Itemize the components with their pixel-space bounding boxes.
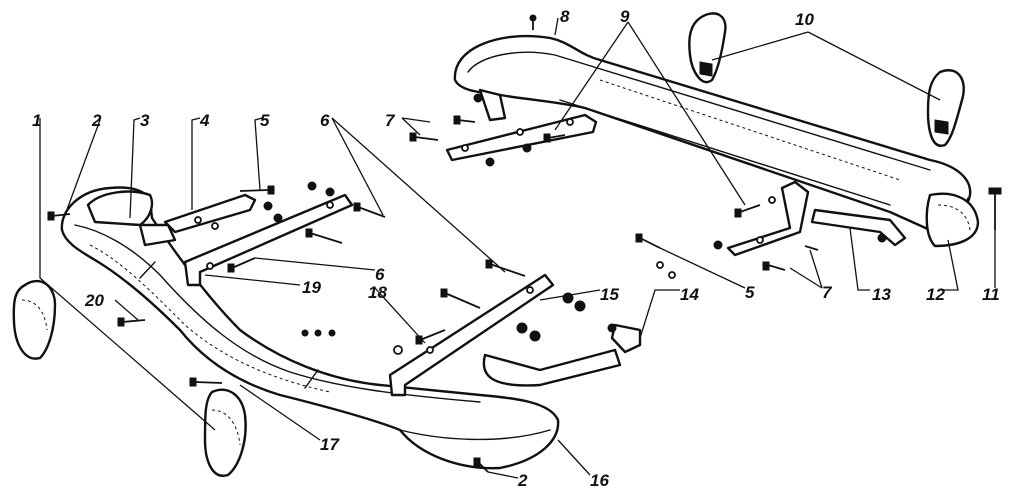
front-guard-upper — [12, 279, 57, 360]
front-bracket-left — [163, 193, 257, 234]
callout-6-left: 6 — [320, 111, 330, 130]
callout-5-right: 5 — [745, 283, 755, 302]
callout-4: 4 — [199, 111, 210, 130]
callout-12: 12 — [926, 285, 945, 304]
callout-7-right: 7 — [822, 283, 833, 302]
callout-7-left: 7 — [385, 111, 396, 130]
callout-20: 20 — [84, 291, 104, 310]
fasteners — [47, 14, 1002, 473]
callout-9: 9 — [620, 7, 630, 26]
callout-18: 18 — [368, 283, 387, 302]
front-bracket-right-arm — [388, 273, 555, 397]
rear-guard-pad-upper — [688, 12, 727, 84]
callout-19: 19 — [302, 278, 321, 297]
front-bracket-clip — [610, 323, 642, 354]
callout-2-top: 2 — [91, 111, 102, 130]
rear-bracket-right — [726, 180, 810, 257]
callout-10: 10 — [795, 10, 814, 29]
callout-3: 3 — [140, 111, 150, 130]
leader-lines — [39, 17, 996, 479]
callout-5-left: 5 — [260, 111, 270, 130]
callout-labels: 1 2 3 4 5 6 7 8 9 10 11 12 13 14 15 16 1… — [32, 7, 1000, 490]
rear-bracket-left — [445, 113, 598, 162]
callout-15: 15 — [600, 285, 619, 304]
callout-13: 13 — [872, 285, 891, 304]
callout-8: 8 — [560, 7, 570, 26]
callout-11: 11 — [982, 285, 1000, 304]
callout-16: 16 — [590, 471, 609, 490]
front-bracket-left-arm — [183, 193, 354, 287]
callout-17: 17 — [320, 435, 340, 454]
front-guard-lower — [203, 388, 247, 477]
callout-14: 14 — [680, 285, 699, 304]
callout-1: 1 — [32, 111, 41, 130]
front-bracket-support-plate — [482, 348, 622, 387]
rear-guard-pad-lower — [926, 69, 965, 147]
callout-6-right: 6 — [375, 265, 385, 284]
front-bumper — [60, 186, 560, 470]
front-bracket-strap — [138, 223, 177, 247]
rear-bumper-end-guard — [925, 192, 980, 248]
front-bumper-end-cap — [86, 190, 154, 227]
callout-2-bottom: 2 — [517, 471, 528, 490]
rear-bracket-strap — [810, 208, 907, 247]
